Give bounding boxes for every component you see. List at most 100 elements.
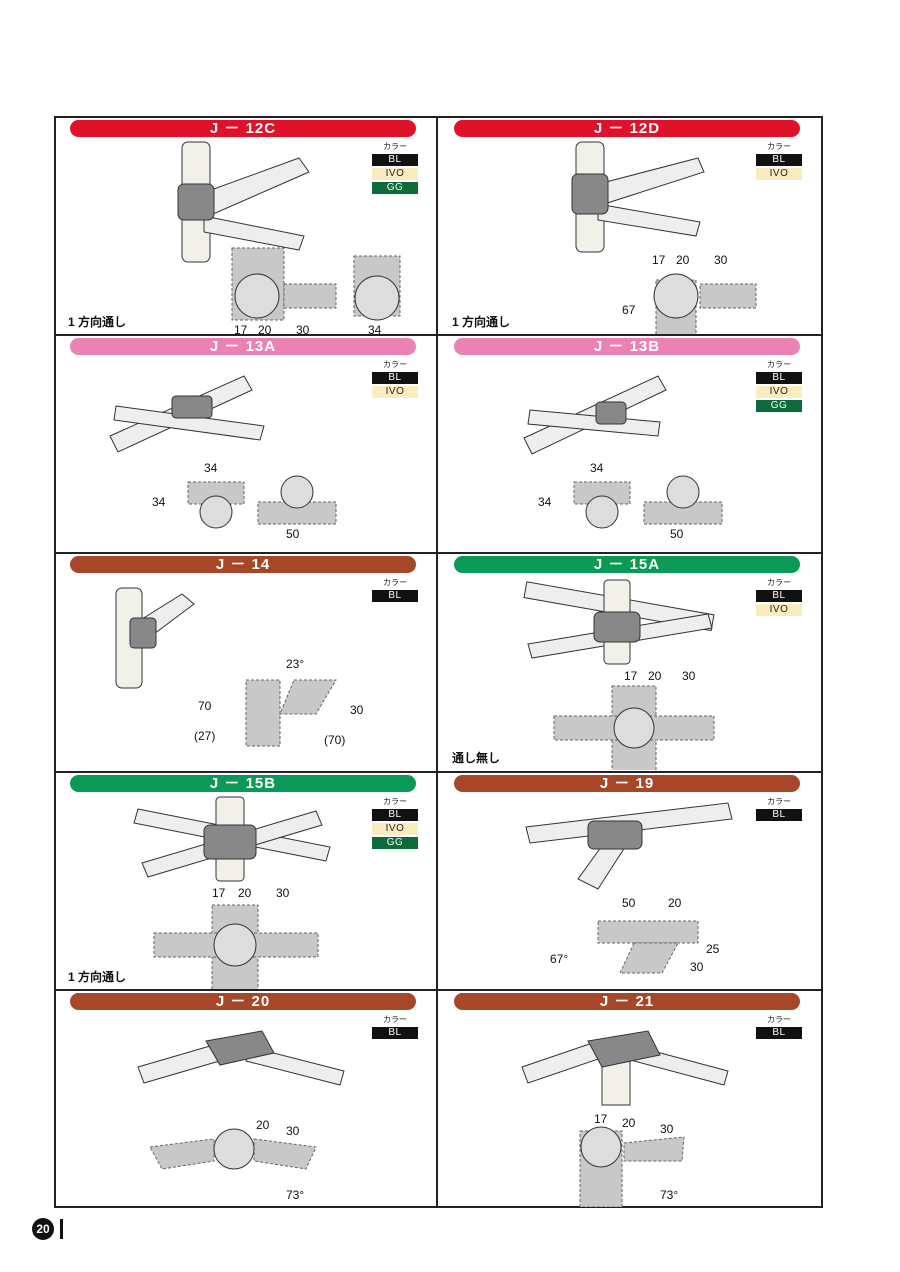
color-label: カラー — [383, 360, 407, 369]
grid-divider-vertical — [436, 116, 438, 1208]
color-chip: IVO — [756, 386, 802, 398]
product-title: J － 14 — [70, 556, 416, 573]
joint-illustration-j15a: 17 20 30 — [523, 579, 715, 770]
color-chip: BL — [756, 154, 802, 166]
product-cell-j14: J － 14 カラー BL 23° 70 30 (27) (70) — [54, 552, 438, 770]
product-title: J － 12C — [70, 120, 416, 137]
dimension-label: 30 — [690, 960, 704, 974]
pass-through-note: 1 方向通し — [452, 315, 511, 329]
page-number-badge: 20 — [32, 1218, 54, 1240]
color-chip: BL — [372, 809, 418, 821]
dimension-label: 34 — [204, 461, 218, 475]
page-number-bar — [60, 1219, 63, 1239]
color-chip: IVO — [372, 386, 418, 398]
color-chip: BL — [756, 590, 802, 602]
dimension-label: 67 — [622, 303, 636, 317]
product-title: J － 19 — [454, 775, 800, 792]
color-chip: BL — [756, 809, 802, 821]
dimension-label: 17 — [234, 323, 248, 334]
color-options: カラー BL IVO GG — [372, 797, 418, 849]
dimension-label: 17 — [652, 253, 666, 267]
dimension-label: 30 — [682, 669, 696, 683]
color-options: カラー BL IVO — [756, 578, 802, 616]
color-label: カラー — [767, 578, 791, 587]
dimension-label: 30 — [350, 703, 364, 717]
product-cell-j20: J － 20 カラー BL 20 30 73° — [54, 989, 438, 1207]
grid-divider-row-4 — [54, 989, 823, 991]
dimension-label: 34 — [368, 323, 382, 334]
dimension-label: 20 — [676, 253, 690, 267]
grid-divider-row-1 — [54, 334, 823, 336]
color-label: カラー — [383, 142, 407, 151]
dimension-label: 34 — [152, 495, 166, 509]
color-options: カラー BL — [756, 797, 802, 821]
dimension-label: 17 — [212, 886, 226, 900]
dimension-label: 20 — [668, 896, 682, 910]
dimension-label: 30 — [714, 253, 728, 267]
joint-illustration-j12d: 17 20 30 67 — [571, 141, 757, 334]
dimension-label: 50 — [670, 527, 684, 541]
joint-illustration-j21: 17 20 30 73° — [521, 1030, 729, 1207]
product-cell-j21: J － 21 カラー BL 17 20 30 73° — [438, 989, 822, 1207]
product-cell-j15a: J － 15A カラー BL IVO 17 20 30 通し無し — [438, 552, 822, 770]
joint-illustration-j13b: 34 34 50 — [523, 375, 723, 541]
dimension-label: 73° — [286, 1188, 304, 1202]
color-label: カラー — [767, 360, 791, 369]
product-cell-j13a: J － 13A カラー BL IVO 34 34 50 — [54, 334, 438, 552]
product-title: J － 13B — [454, 338, 800, 355]
color-chip: GG — [756, 400, 802, 412]
color-options: カラー BL — [372, 1015, 418, 1039]
dimension-label: 23° — [286, 657, 304, 671]
dimension-label: 20 — [258, 323, 272, 334]
dimension-label: 30 — [660, 1122, 674, 1136]
dimension-label: 70 — [198, 699, 212, 713]
dimension-label: 34 — [590, 461, 604, 475]
product-cell-j12c: J － 12C カラー BL IVO GG 17 20 30 34 1 方向通し — [54, 116, 438, 334]
joint-illustration-j13a: 34 34 50 — [109, 375, 337, 541]
color-label: カラー — [383, 578, 407, 587]
color-chip: IVO — [372, 823, 418, 835]
color-chip: BL — [756, 1027, 802, 1039]
product-title: J － 20 — [70, 993, 416, 1010]
product-title: J － 13A — [70, 338, 416, 355]
dimension-label: 20 — [256, 1118, 270, 1132]
pass-through-note: 1 方向通し — [68, 315, 127, 329]
color-chip: BL — [372, 1027, 418, 1039]
dimension-label: 20 — [648, 669, 662, 683]
color-chip: IVO — [756, 168, 802, 180]
product-title: J － 15A — [454, 556, 800, 573]
dimension-label: (27) — [194, 729, 215, 743]
product-cell-j13b: J － 13B カラー BL IVO GG 34 34 50 — [438, 334, 822, 552]
color-options: カラー BL — [372, 578, 418, 602]
color-chip: GG — [372, 837, 418, 849]
color-chip: BL — [372, 154, 418, 166]
product-title: J － 21 — [454, 993, 800, 1010]
catalog-grid — [54, 116, 823, 1208]
dimension-label: 50 — [286, 527, 300, 541]
color-chip: BL — [756, 372, 802, 384]
product-title: J － 15B — [70, 775, 416, 792]
joint-illustration-j12c: 17 20 30 34 — [177, 141, 401, 334]
color-options: カラー BL IVO — [372, 360, 418, 398]
pass-through-note: 通し無し — [452, 751, 501, 765]
color-chip: BL — [372, 590, 418, 602]
dimension-label: 67° — [550, 952, 568, 966]
joint-illustration-j15b: 17 20 30 — [133, 796, 331, 989]
dimension-label: (70) — [324, 733, 345, 747]
color-label: カラー — [383, 1015, 407, 1024]
dimension-label: 17 — [594, 1112, 608, 1126]
color-options: カラー BL IVO — [756, 142, 802, 180]
dimension-label: 20 — [622, 1116, 636, 1130]
product-cell-j19: J － 19 カラー BL 50 20 67° 30 25 — [438, 771, 822, 989]
color-chip: IVO — [372, 168, 418, 180]
color-label: カラー — [767, 797, 791, 806]
grid-divider-row-2 — [54, 552, 823, 554]
grid-divider-row-3 — [54, 771, 823, 773]
dimension-label: 20 — [238, 886, 252, 900]
color-label: カラー — [767, 142, 791, 151]
pass-through-note: 1 方向通し — [68, 970, 127, 984]
product-title: J － 12D — [454, 120, 800, 137]
color-options: カラー BL — [756, 1015, 802, 1039]
product-cell-j15b: J － 15B カラー BL IVO GG 17 20 30 1 方向通し — [54, 771, 438, 989]
dimension-label: 30 — [276, 886, 290, 900]
